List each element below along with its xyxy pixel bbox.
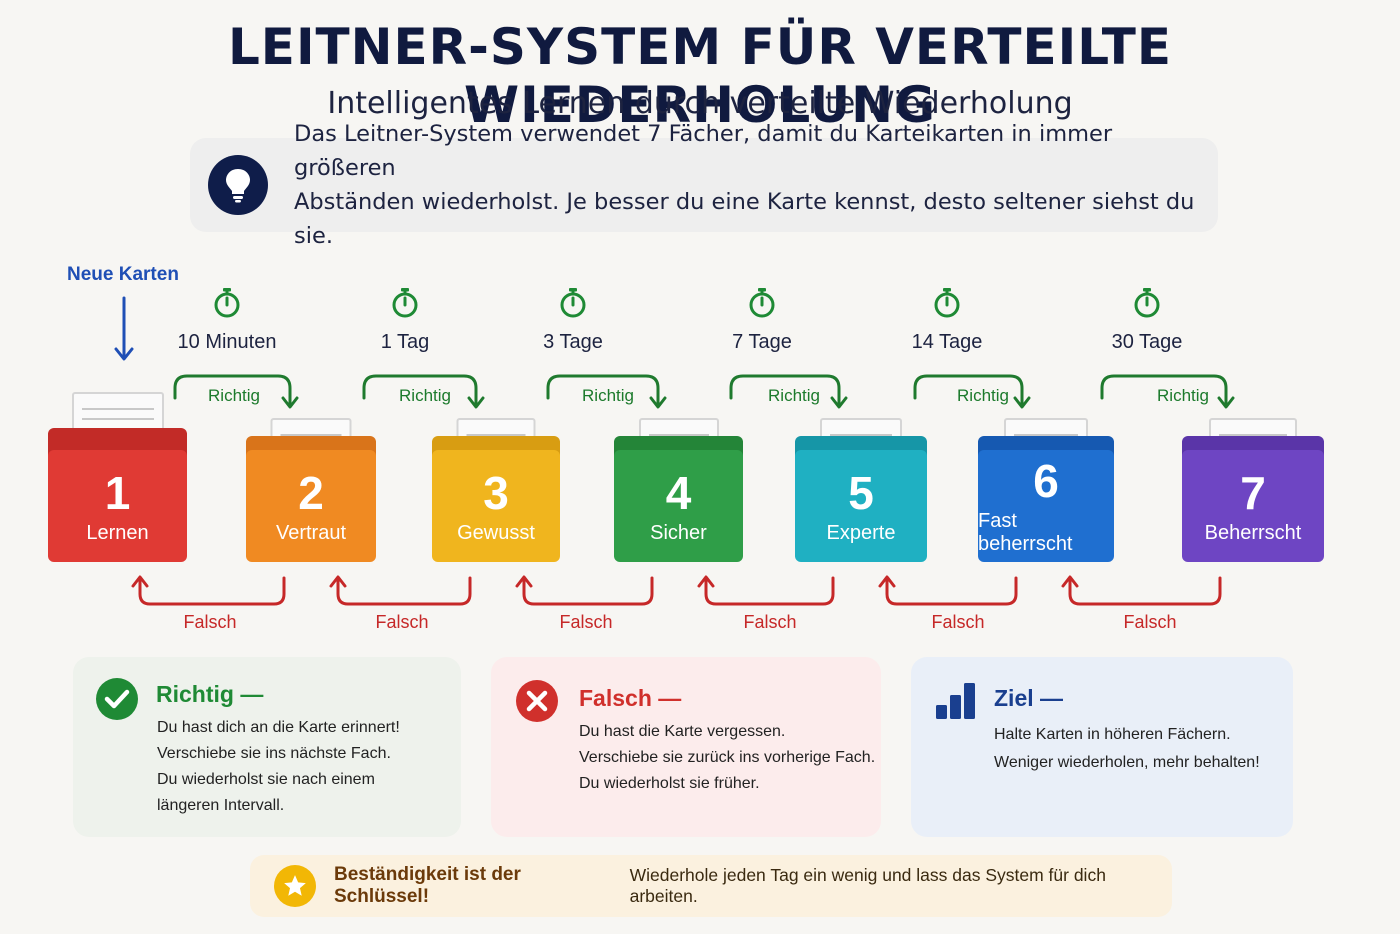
box-number: 4	[665, 466, 692, 519]
falsch-label-6: Falsch	[1123, 612, 1177, 632]
richtig-arrow-3	[546, 374, 660, 408]
richtig-label-3: Richtig	[582, 386, 634, 405]
interval-2: 1 Tag	[335, 288, 475, 354]
lightbulb-icon	[208, 155, 268, 215]
footer-key: Beständigkeit ist der Schlüssel!	[334, 864, 521, 907]
bar-chart-icon	[936, 681, 978, 726]
star-icon	[274, 865, 316, 907]
falsch-arrow-4	[704, 576, 835, 606]
box-name: Experte	[826, 521, 896, 544]
richtig-arrow-head-2	[467, 396, 485, 409]
box-name: Gewusst	[457, 521, 535, 544]
x-circle-icon	[515, 679, 559, 728]
falsch-panel-text: Du hast die Karte vergessen. Verschiebe …	[579, 723, 876, 792]
richtig-arrow-head-6	[1217, 396, 1235, 409]
interval-label: 3 Tage	[543, 331, 603, 353]
box-name: Lernen	[86, 521, 149, 544]
richtig-label-5: Richtig	[957, 386, 1009, 405]
new-cards-arrow-head	[114, 347, 134, 361]
interval-label: 14 Tage	[911, 331, 983, 353]
richtig-arrow-head-3	[649, 396, 667, 409]
box-number: 5	[848, 466, 874, 519]
interval-label: 10 Minuten	[177, 331, 277, 353]
stopwatch-icon	[560, 288, 586, 318]
interval-1: 10 Minuten	[157, 288, 297, 354]
ziel-panel-title: Ziel —	[994, 685, 1064, 711]
new-cards-label: Neue Karten	[67, 264, 179, 285]
ziel-panel-text: Halte Karten in höheren Fächern. Weniger…	[994, 726, 1260, 771]
richtig-arrow-1	[173, 374, 292, 408]
box-name: Sicher	[650, 521, 707, 544]
richtig-arrow-head-5	[1013, 396, 1031, 409]
falsch-label-3: Falsch	[559, 612, 613, 632]
interval-3: 3 Tage	[503, 288, 643, 354]
falsch-arrow-5	[885, 576, 1018, 606]
richtig-arrow-head-4	[830, 396, 848, 409]
box-name: Fast beherrscht	[978, 510, 1073, 555]
richtig-label-6: Richtig	[1157, 386, 1209, 405]
interval-6: 30 Tage	[1077, 288, 1217, 354]
richtig-panel-title: Richtig —	[156, 681, 264, 707]
box-number: 6	[1033, 455, 1059, 507]
falsch-arrow-1	[138, 576, 286, 606]
falsch-panel: Falsch — Du hast die Karte vergessen. Ve…	[491, 657, 881, 837]
stopwatch-icon	[392, 288, 418, 318]
richtig-arrow-4	[729, 374, 841, 408]
falsch-panel-title: Falsch —	[579, 685, 682, 711]
interval-label: 1 Tag	[380, 331, 430, 353]
page-title: LEITNER-SYSTEM FÜR VERTEILTE WIEDERHOLUN…	[227, 18, 1173, 134]
richtig-panel: Richtig — Du hast dich an die Karte erin…	[73, 657, 461, 837]
interval-label: 30 Tage	[1111, 331, 1183, 353]
richtig-arrow-5	[913, 374, 1024, 408]
falsch-arrow-head-2	[329, 575, 347, 588]
box-number: 1	[104, 466, 131, 519]
interval-label: 7 Tage	[732, 331, 792, 353]
richtig-label-4: Richtig	[768, 386, 820, 405]
richtig-arrow-6	[1100, 374, 1228, 408]
falsch-label-1: Falsch	[183, 612, 237, 632]
falsch-arrow-head-1	[131, 575, 149, 588]
stopwatch-icon	[749, 288, 775, 318]
check-circle-icon	[95, 677, 139, 726]
richtig-arrow-head-1	[281, 396, 299, 409]
richtig-panel-text: Du hast dich an die Karte erinnert! Vers…	[157, 719, 400, 814]
stopwatch-icon	[214, 288, 240, 318]
falsch-label-2: Falsch	[375, 612, 429, 632]
falsch-arrow-head-3	[515, 575, 533, 588]
richtig-label-1: Richtig	[208, 386, 260, 405]
falsch-label-4: Falsch	[743, 612, 797, 632]
interval-4: 7 Tage	[692, 288, 832, 354]
box-number: 7	[1240, 466, 1266, 519]
falsch-label-5: Falsch	[931, 612, 985, 632]
stopwatch-icon	[1134, 288, 1160, 318]
interval-5: 14 Tage	[877, 288, 1017, 354]
falsch-arrow-2	[336, 576, 472, 606]
footer-tip: Beständigkeit ist der Schlüssel! Wiederh…	[250, 855, 1172, 917]
richtig-label-2: Richtig	[399, 386, 451, 405]
falsch-arrow-head-6	[1061, 575, 1079, 588]
box-name: Vertraut	[275, 521, 347, 544]
falsch-arrow-head-4	[697, 575, 715, 588]
box-number: 2	[298, 466, 324, 519]
falsch-arrow-head-5	[878, 575, 896, 588]
footer-text: Wiederhole jeden Tag ein wenig und lass …	[629, 865, 1106, 906]
ziel-panel: Ziel — Halte Karten in höheren Fächern. …	[911, 657, 1293, 837]
richtig-arrow-2	[362, 374, 478, 408]
stopwatch-icon	[934, 288, 960, 318]
falsch-arrow-6	[1068, 576, 1222, 606]
page-subtitle: Intelligentes Lernen durch verteilte Wie…	[327, 86, 1073, 121]
intro-text: Das Leitner-System verwendet 7 Fächer, d…	[294, 121, 1195, 249]
box-number: 3	[483, 466, 509, 519]
intro-box: Das Leitner-System verwendet 7 Fächer, d…	[190, 121, 1218, 249]
falsch-arrow-3	[522, 576, 654, 606]
box-name: Beherrscht	[1204, 521, 1302, 544]
